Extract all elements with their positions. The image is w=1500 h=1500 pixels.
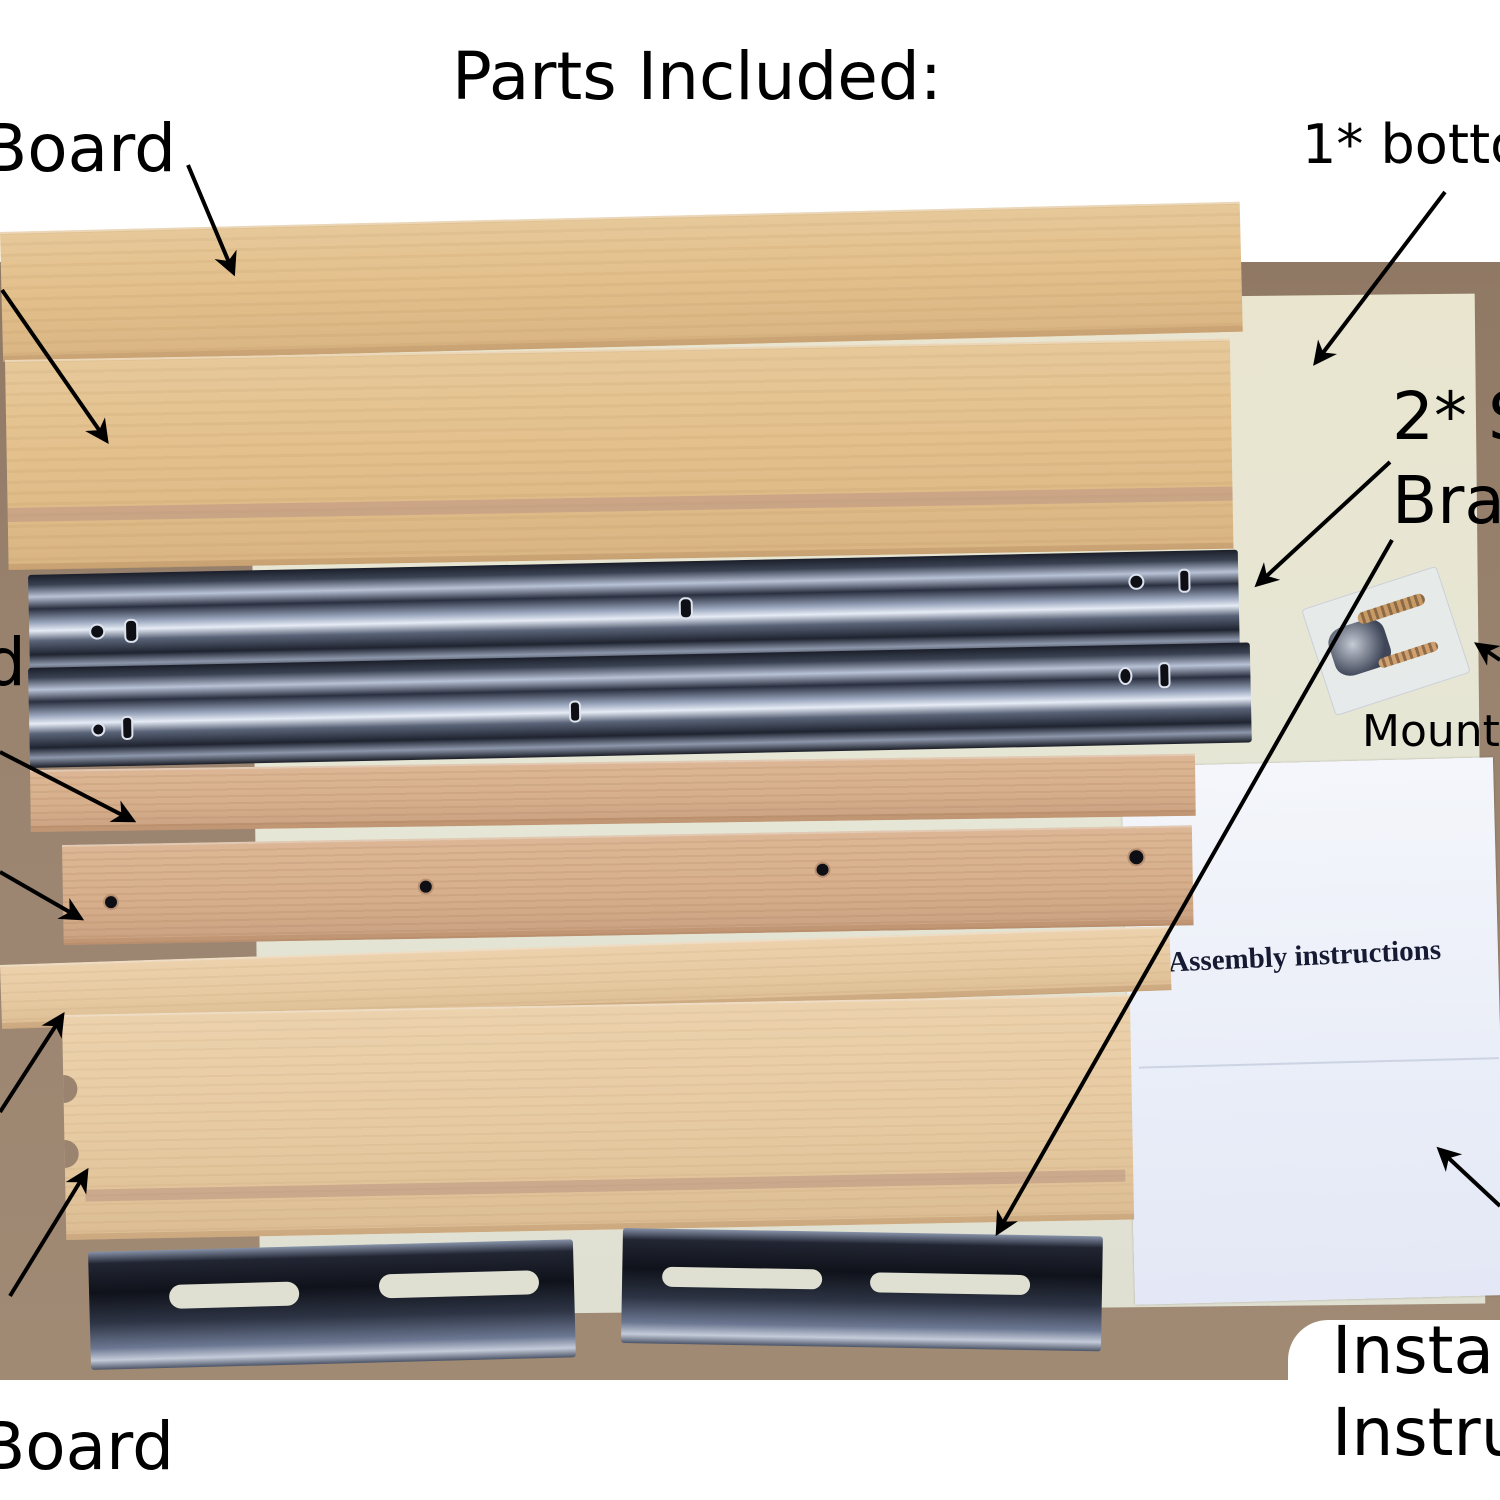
dovetail-notch [64, 1139, 79, 1168]
label-installation: Instal [1332, 1312, 1500, 1389]
rail-hole [91, 722, 106, 737]
bracket-slot [168, 1281, 300, 1309]
side-board-dovetail [5, 338, 1234, 570]
screw-hole [814, 861, 831, 878]
screw-hole [417, 878, 434, 895]
screw-hole [102, 894, 120, 911]
rail-hole [568, 700, 582, 723]
screws-silver [1324, 614, 1396, 681]
mounting-bracket-left [88, 1239, 576, 1370]
label-slide-bracket-line2: Brac [1392, 462, 1500, 539]
install-label-background [1288, 1320, 1500, 1500]
back-board-drilled [62, 825, 1194, 945]
rail-hole [1158, 662, 1171, 689]
bracket-slot [661, 1266, 823, 1290]
side-board-bottom [62, 994, 1135, 1240]
dovetail-notch [63, 1074, 78, 1103]
screw-hole [1127, 848, 1146, 867]
label-left-mid: d [0, 624, 26, 701]
label-mounting: Mount [1362, 706, 1500, 757]
label-board-bottom-left: Board [0, 1408, 174, 1485]
board-groove [85, 1169, 1126, 1202]
bottom-label-band [0, 1380, 1500, 1500]
parts-included-title: Parts Included: [452, 38, 943, 115]
label-board-top-left: Board [0, 110, 176, 187]
rail-hole [1178, 568, 1191, 593]
rail-hole [678, 597, 694, 620]
mounting-bracket-right [620, 1228, 1103, 1352]
label-instructions: Instru [1332, 1394, 1500, 1471]
paper-fold-line [1138, 1057, 1499, 1069]
board-groove [7, 486, 1233, 522]
label-bottom-panel: 1* botto [1302, 113, 1500, 176]
rail-hole [123, 618, 139, 643]
bracket-slot [869, 1272, 1031, 1296]
rail-hole [1118, 666, 1133, 686]
rail-hole [121, 715, 134, 741]
instruction-sheet-title: Assembly instructions [1167, 933, 1442, 979]
rail-hole [1128, 573, 1145, 590]
bracket-slot [378, 1270, 540, 1299]
rail-hole [89, 623, 106, 640]
label-slide-bracket: 2* S [1392, 378, 1500, 455]
screws-gold [1356, 592, 1427, 626]
